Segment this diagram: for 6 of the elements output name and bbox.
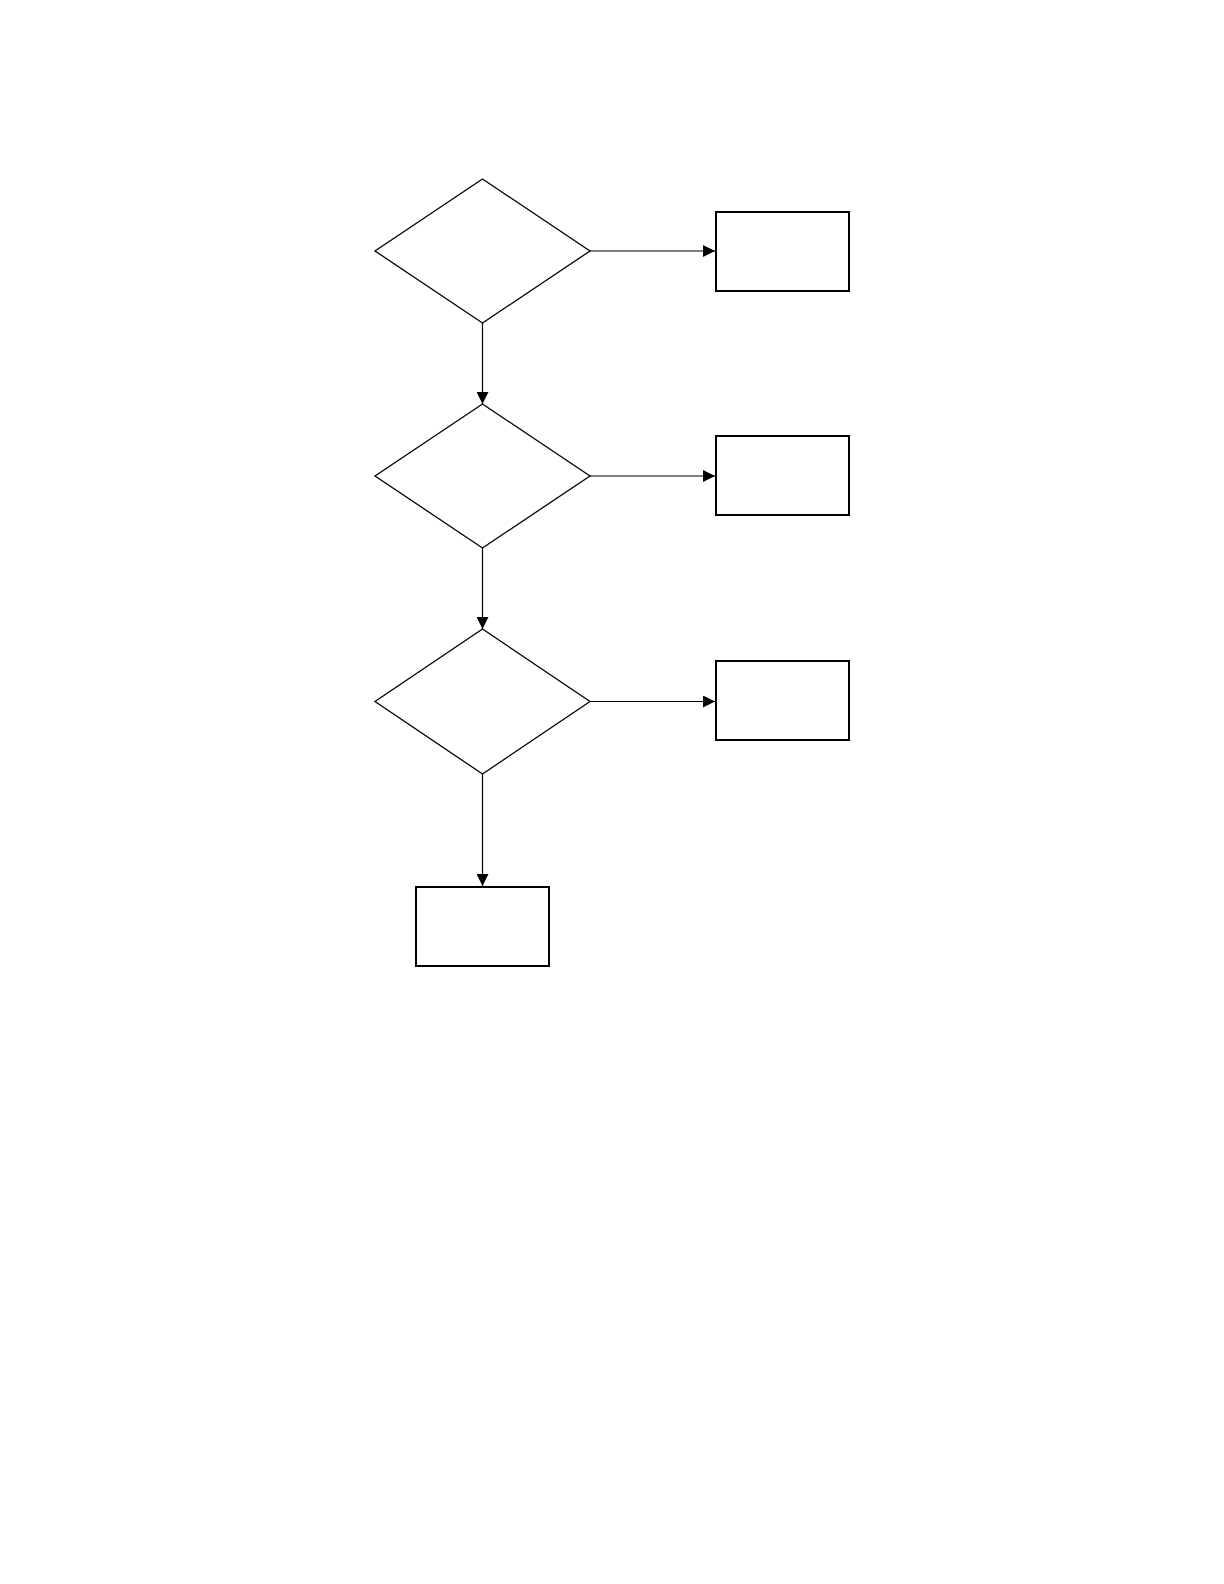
arrow bbox=[589, 470, 716, 482]
arrow bbox=[589, 695, 716, 708]
arrow bbox=[476, 322, 489, 405]
arrow bbox=[476, 773, 489, 887]
arrow bbox=[476, 547, 489, 630]
arrow bbox=[589, 245, 716, 257]
